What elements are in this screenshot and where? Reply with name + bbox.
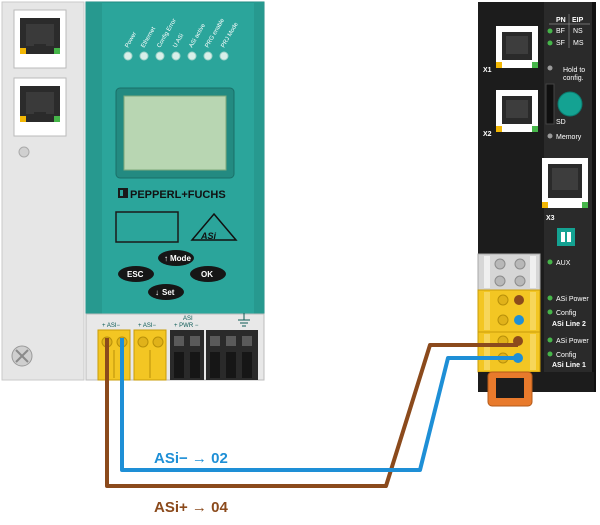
set-button[interactable]: ↓ Set [148,284,184,300]
port-label-x2: X2 [483,131,492,138]
led-prj-mode [219,51,229,61]
led-sf [547,40,553,46]
hold-label-line-2: config. [563,75,584,82]
aux-label: AUX [556,260,571,267]
line2-name: ASi Line 2 [552,321,586,328]
terminal-label-asi-pwr-top: ASI [183,316,193,322]
config-button[interactable] [557,91,583,117]
line1-power-label: ASi Power [556,338,589,345]
led-ethernet [139,51,149,61]
led-label-ns: NS [573,28,583,35]
terminal-label-asi-1: + ASI− [102,323,121,329]
sd-card-slot[interactable] [545,83,555,125]
pf-logo-icon [557,228,575,246]
port-x3 [542,158,588,208]
asi-logo-icon: ASi [190,212,238,241]
led-aux [547,259,553,265]
led-power [123,51,133,61]
esc-button[interactable]: ESC [118,266,154,282]
asi-line-1-terminal [477,331,541,373]
terminal-label-pwr: + PWR − [174,323,199,329]
port-x1 [496,26,538,68]
led-u-asi [171,51,181,61]
line1-config-label: Config [556,352,576,359]
din-rail-clip [478,371,594,407]
port-label-x3: X3 [546,215,555,222]
led-bf [547,28,553,34]
port-label-x1: X1 [483,67,492,74]
line2-config-label: Config [556,310,576,317]
line1-name: ASi Line 1 [552,362,586,369]
brand-name: PEPPERL+FUCHS [130,189,226,201]
asi-line-2-terminal [477,289,541,333]
led-asi-active [187,51,197,61]
screw-icon [18,146,30,158]
gateway-terminal-block: + ASI− + ASI− ASI + PWR − [85,313,265,381]
down-arrow-icon: ↓ [155,288,159,297]
led-label-bf: BF [556,28,565,35]
asi-module: PN EIP BF NS SF MS X1 X2 Hold to [477,2,596,407]
aux-terminal [477,253,541,291]
led-config-error [155,51,165,61]
status-leds [123,51,229,61]
ethernet-port-2-icon [20,86,60,122]
ground-icon [238,313,250,327]
label-asi-plus: ASi+ → 04 [154,499,228,516]
terminal-label-asi-2: + ASI− [138,323,157,329]
up-arrow-icon: ↑ [164,254,168,263]
led-line2-power [547,295,553,301]
led-line2-config [547,309,553,315]
wire-asi-minus [120,338,518,472]
led-line1-power [547,337,553,343]
led-label-sf: SF [556,40,565,47]
led-memory [547,133,553,139]
ok-button-label: OK [201,270,213,279]
label-asi-minus: ASi− → 02 [154,450,228,467]
led-label-ms: MS [573,40,584,47]
mode-button-label: Mode [170,254,191,263]
sd-label: SD [556,119,566,126]
memory-label: Memory [556,134,582,141]
status-header-eip: EIP [572,17,584,24]
led-line1-config [547,351,553,357]
ok-button[interactable]: OK [190,266,226,282]
status-header-pn: PN [556,17,566,24]
mounting-screw-icon [11,345,33,367]
set-button-label: Set [162,288,175,297]
mounting-panel [1,1,85,381]
brand-logo-icon [118,188,128,198]
esc-button-label: ESC [127,270,144,279]
mode-button[interactable]: ↑ Mode [158,250,194,266]
line2-power-label: ASi Power [556,296,589,303]
wire-asi-plus [105,338,518,488]
led-prg-enable [203,51,213,61]
label-slot [115,211,179,243]
svg-text:ASi: ASi [200,231,217,241]
port-x2 [496,90,538,132]
ethernet-port-1-icon [20,18,60,54]
lcd-display [123,95,227,171]
asi-gateway: Power Ethernet Config Error U ASi ASi ac… [85,1,265,315]
led-hold-config [547,65,553,71]
hold-label-line-1: Hold to [563,67,585,74]
